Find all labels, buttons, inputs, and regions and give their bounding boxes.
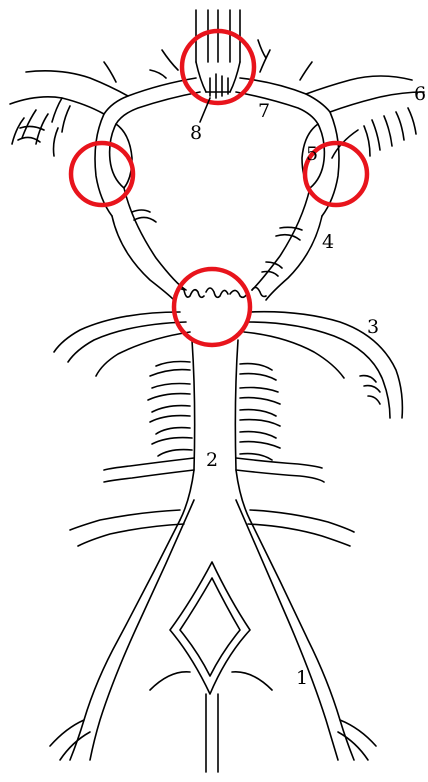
label-3: 3 <box>367 316 379 338</box>
vertebral-arteries <box>50 500 376 760</box>
marker-basilar-tip <box>174 269 250 345</box>
upper-arch <box>10 62 424 124</box>
basilar-tip <box>174 287 266 297</box>
anterior-spinal-artery <box>150 562 272 772</box>
marker-left-posterior-communicating <box>71 143 133 205</box>
right-middle-cerebral-branches <box>332 108 416 158</box>
label-1: 1 <box>296 667 308 689</box>
basilar-artery <box>148 340 280 520</box>
label-2: 2 <box>206 449 218 471</box>
highlight-markers <box>71 31 367 345</box>
label-7: 7 <box>258 100 270 122</box>
label-4: 4 <box>322 231 334 253</box>
label-5: 5 <box>306 143 318 165</box>
superior-cerebellar-arteries <box>54 312 402 418</box>
left-middle-cerebral-branches <box>12 98 70 156</box>
anterior-inferior-cerebellar-arteries <box>70 458 354 546</box>
number-labels: 1 2 3 4 5 6 7 8 <box>190 83 426 689</box>
label-6: 6 <box>414 83 426 105</box>
posterior-communicating-arteries <box>95 112 339 300</box>
anterior-communicating-artery <box>196 62 240 98</box>
label-8: 8 <box>190 122 202 144</box>
